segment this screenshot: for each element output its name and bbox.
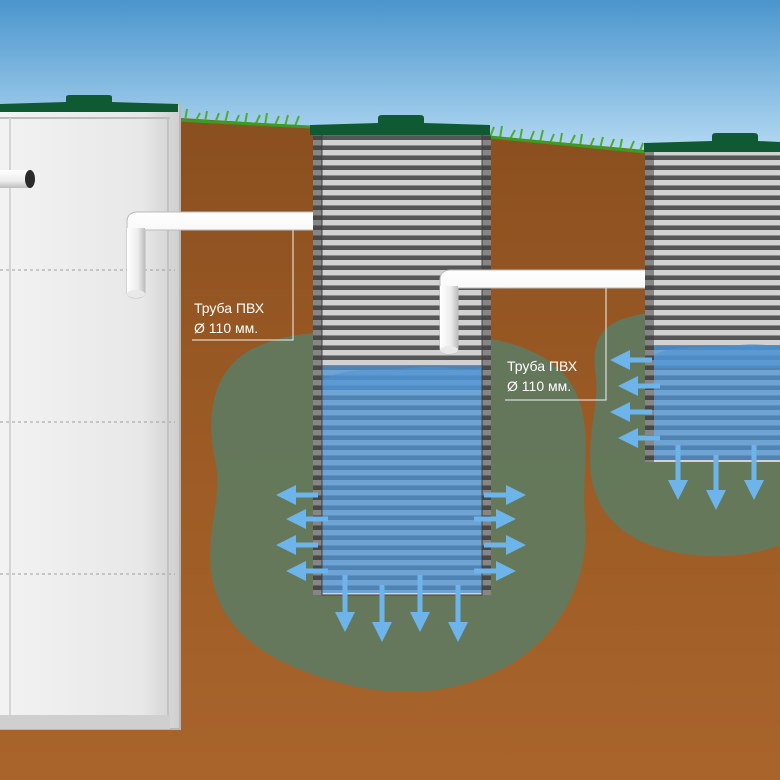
filtration-well-2 bbox=[645, 152, 780, 462]
inlet-pipe bbox=[0, 170, 35, 188]
tank-lid bbox=[0, 95, 178, 112]
well-1-lid bbox=[310, 115, 490, 135]
filtration-well-1 bbox=[313, 134, 491, 596]
callout-pipe-1: Труба ПВХ Ø 110 мм. bbox=[192, 230, 294, 341]
callout-pipe-2-line1: Труба ПВХ bbox=[507, 358, 578, 374]
well-2-lid bbox=[644, 133, 780, 152]
seepage-arrows-well-2 bbox=[610, 350, 764, 510]
callout-pipe-2-line2: Ø 110 мм. bbox=[507, 378, 571, 394]
callout-pipe-1-line1: Труба ПВХ bbox=[194, 300, 265, 316]
grass bbox=[174, 108, 644, 152]
callout-pipe-2: Труба ПВХ Ø 110 мм. bbox=[505, 288, 607, 401]
seepage-arrows-well-1 bbox=[276, 485, 526, 642]
callout-pipe-1-line2: Ø 110 мм. bbox=[194, 320, 258, 336]
septic-tank bbox=[0, 103, 181, 730]
